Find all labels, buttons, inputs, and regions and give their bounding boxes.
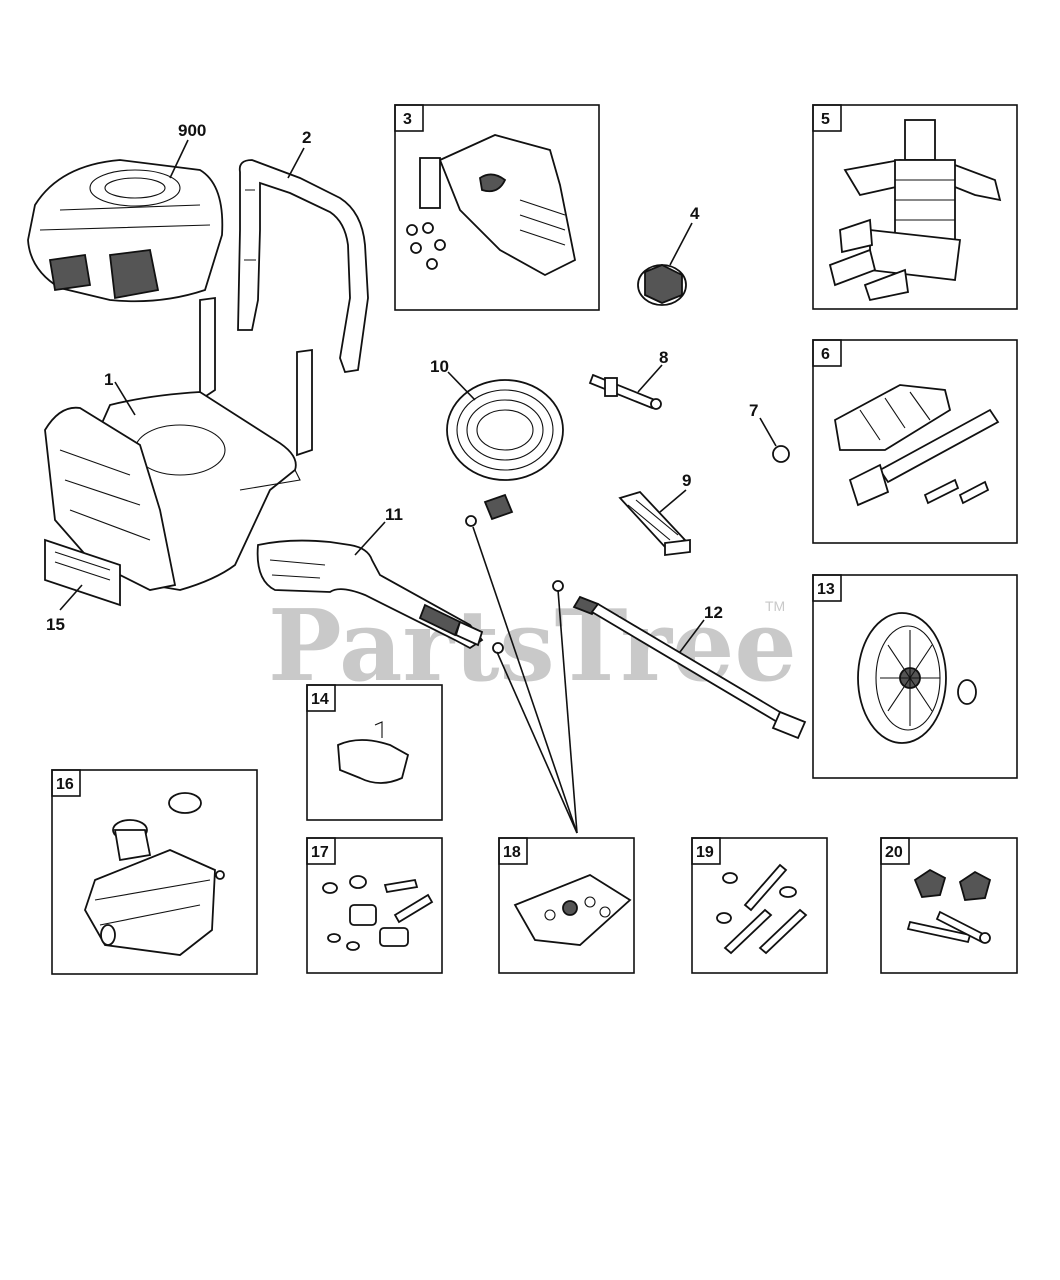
box-label-20: 20 [885,844,903,861]
box-label-19: 19 [696,844,714,861]
leader-900 [169,139,189,179]
box-label-13: 13 [817,581,835,598]
callout-1: 1 [104,370,113,389]
leader-7 [759,417,777,447]
callout-15: 15 [46,615,65,634]
box-label-frame-20 [880,837,910,865]
box-label-frame-16 [51,769,81,797]
cap-clip-illustration [337,721,410,784]
handle-illustration [237,159,369,374]
filter-screen-illustration [618,490,691,557]
pump-cap-illustration [637,264,687,306]
frame-illustration [44,296,313,591]
spray-gun-illustration [256,539,504,654]
box-label-frame-13 [812,574,842,602]
box-label-frame-19 [691,837,721,865]
leader-2 [287,147,305,179]
leader-18a [472,526,578,834]
box-label-frame-14 [306,684,336,712]
shaft-illustration [588,373,662,410]
parts-box-16 [51,769,258,975]
parts-box-14 [306,684,443,821]
hose-coil-illustration [446,379,564,527]
decal-plate-illustration [44,538,121,607]
box-label-frame-5 [812,104,842,132]
callout-9: 9 [682,471,691,490]
nozzle-holder-illustration [513,873,632,946]
callout-2: 2 [302,128,311,147]
valve-assembly-illustration [834,384,1000,507]
parts-box-20 [880,837,1018,974]
box-label-6: 6 [821,346,830,363]
nut-illustration [772,445,790,463]
leader-9 [659,489,687,513]
pump-illustration [828,119,1002,302]
box-label-frame-3 [394,104,424,132]
leader-4 [669,222,693,266]
box-label-frame-18 [498,837,528,865]
fuel-tank-illustration [84,792,225,956]
parts-box-3 [394,104,600,311]
callout-12: 12 [704,603,723,622]
leader-11 [354,521,386,556]
box-label-14: 14 [311,691,329,708]
box-label-16: 16 [56,776,74,793]
box-label-3: 3 [403,111,412,128]
parts-box-5 [812,104,1018,310]
callout-4: 4 [690,204,700,223]
leader-1 [114,381,136,416]
knob-kit-illustration [906,868,992,944]
pump-bracket-illustration [406,134,577,277]
callout-10: 10 [430,357,449,376]
leader-18b [496,651,578,834]
leader-10 [447,371,476,401]
callout-8: 8 [659,348,668,367]
callout-900: 900 [178,121,206,140]
parts-box-6 [812,339,1018,544]
leader-18c [557,589,578,834]
callout-11: 11 [385,505,403,524]
box-label-frame-6 [812,339,842,367]
wheel-illustration [857,612,977,744]
watermark-trademark: TM [765,598,785,614]
leader-12 [679,619,705,653]
parts-box-19 [691,837,828,974]
engine-illustration [27,159,224,303]
hardware-kit-17-illustration [322,875,434,951]
leader-15 [59,584,83,611]
parts-box-13 [812,574,1018,779]
parts-box-18 [498,837,635,974]
box-label-5: 5 [821,111,830,128]
box-label-18: 18 [503,844,521,861]
parts-box-17 [306,837,443,974]
callout-7: 7 [749,401,758,420]
hardware-kit-19-illustration [716,863,808,955]
box-label-17: 17 [311,844,329,861]
spray-wand-illustration [552,580,807,740]
box-label-frame-17 [306,837,336,865]
leader-8 [637,364,663,393]
